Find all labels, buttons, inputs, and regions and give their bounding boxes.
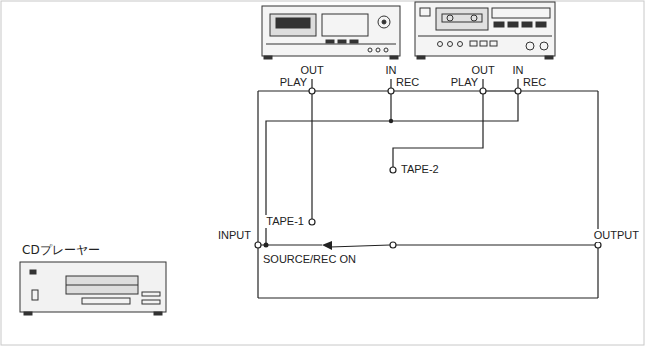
terminal-label: REC bbox=[522, 76, 547, 89]
terminal-label: PLAY bbox=[279, 76, 308, 89]
terminal-label: PLAY bbox=[450, 76, 479, 89]
terminal-label: SOURCE/REC ON bbox=[262, 253, 357, 266]
device-name: CDプレーヤー bbox=[22, 243, 100, 257]
terminal-label: INPUT bbox=[217, 229, 252, 242]
device-label: CDプレーヤー bbox=[22, 240, 102, 258]
terminal-label: TAPE-2 bbox=[400, 163, 440, 176]
terminal-label: OUTPUT bbox=[593, 229, 640, 242]
terminal-label: REC bbox=[395, 76, 420, 89]
terminal-label: TAPE-1 bbox=[265, 215, 305, 228]
